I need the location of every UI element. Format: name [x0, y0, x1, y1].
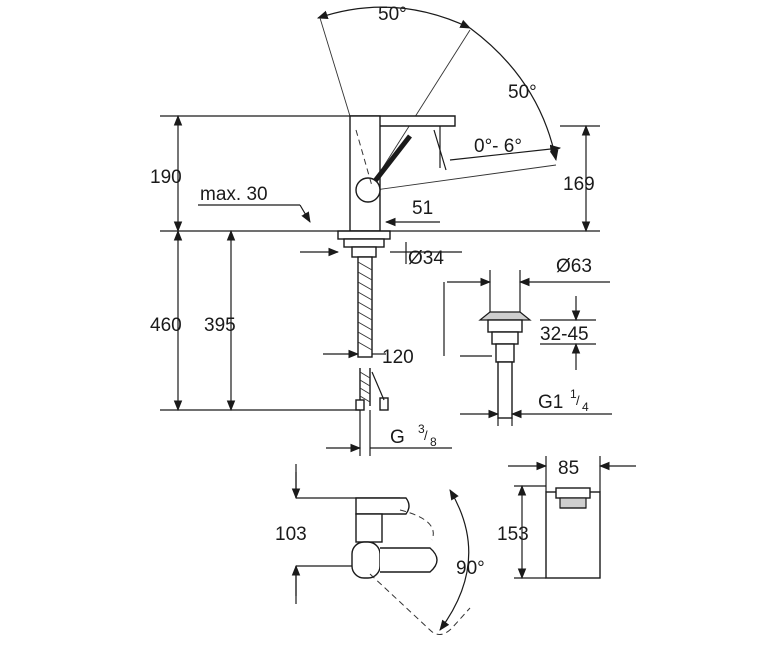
- swivel-arc: [439, 489, 470, 631]
- dim-g38-base: G: [390, 427, 405, 448]
- lever-swing-arc: [316, 6, 471, 29]
- top-spout: [351, 541, 381, 579]
- dim-max-30: max. 30: [200, 184, 268, 205]
- angle-50-side: 50°: [508, 82, 537, 103]
- svg-text:/: /: [424, 428, 428, 443]
- lever-side-arc: [469, 27, 559, 162]
- dim-dia-63: Ø63: [556, 256, 592, 277]
- threaded-rod: [357, 256, 373, 358]
- dim-153: 153: [497, 524, 529, 545]
- dim-g1-num: 1: [570, 387, 577, 401]
- faucet-body: [349, 115, 381, 232]
- dim-190: 190: [150, 167, 182, 188]
- dim-g38-den: 8: [430, 435, 437, 449]
- dim-103: 103: [275, 524, 307, 545]
- thread-hatching: [357, 261, 373, 351]
- dim-85: 85: [558, 458, 579, 479]
- dim-g1-den: 4: [582, 400, 589, 414]
- angle-50-top: 50°: [378, 4, 407, 25]
- dim-51: 51: [412, 198, 433, 219]
- top-lever: [355, 497, 410, 515]
- dim-395: 395: [204, 315, 236, 336]
- dim-g38-num: 3: [418, 422, 425, 436]
- faucet-top-view: 103 90°: [275, 464, 485, 635]
- dim-120: 120: [382, 347, 414, 368]
- dim-32-45: 32-45: [540, 324, 589, 345]
- dim-460: 460: [150, 315, 182, 336]
- dim-dia-34: Ø34: [408, 248, 444, 269]
- lever-knob: [355, 177, 381, 203]
- angle-0-6: 0°- 6°: [474, 136, 522, 157]
- faucet-side-view: 190 max. 30 169 0°- 6° 51 460 395 Ø34 12…: [150, 6, 600, 456]
- angle-90: 90°: [456, 558, 485, 579]
- waste-tail: [497, 361, 513, 419]
- waste-plug: [478, 311, 532, 321]
- dim-g1-base: G1: [538, 392, 563, 413]
- base-flange: [337, 230, 391, 240]
- dim-169: 169: [563, 174, 595, 195]
- pop-up-waste: Ø63 32-45 G1 1 / 4: [443, 256, 612, 426]
- control-box: 85 153: [497, 456, 636, 580]
- svg-text:/: /: [576, 393, 580, 408]
